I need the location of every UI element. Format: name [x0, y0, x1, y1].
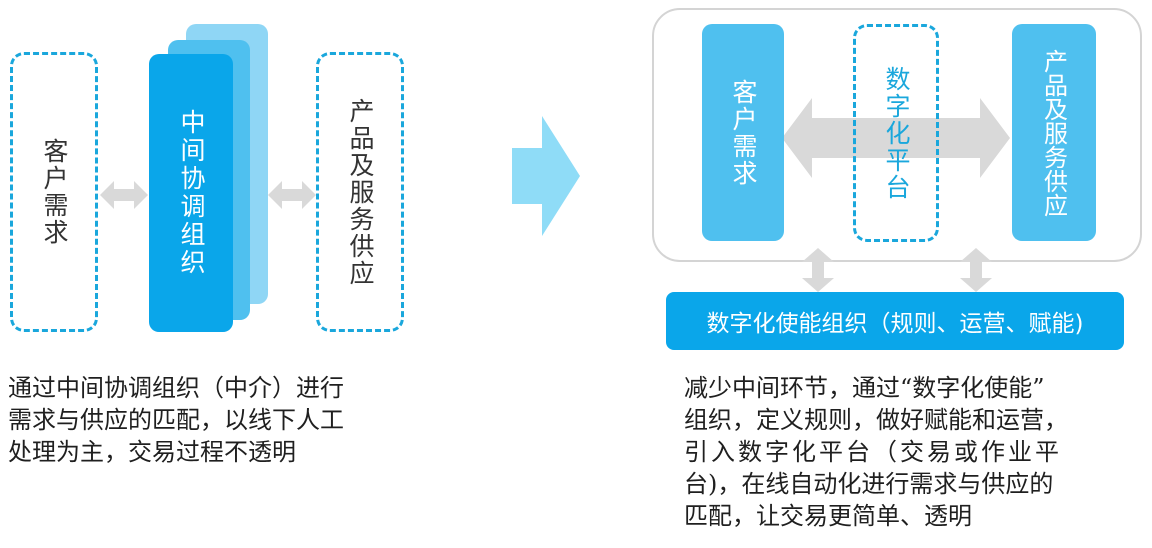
- right-caption-line: 减少中间环节，通过“数字化使能”: [684, 374, 1045, 402]
- right-caption-line: 引入数字化平台（交易或作业平: [684, 438, 1062, 466]
- coordination-org-label: 中间协调组织: [177, 109, 206, 277]
- left-double-arrow-2: [268, 181, 316, 209]
- enabling-org-label: 数字化使能组织（规则、运营、赋能): [706, 311, 1084, 337]
- coordination-org-box: 中间协调组织: [149, 54, 233, 332]
- left-caption-line: 处理为主，交易过程不透明: [8, 438, 296, 466]
- left-caption: 通过中间协调组织（中介）进行 需求与供应的匹配，以线下人工 处理为主，交易过程不…: [8, 372, 344, 468]
- right-caption-line: 匹配，让交易更简单、透明: [684, 502, 972, 530]
- digital-platform-label: 数字化平台: [882, 65, 911, 201]
- right-product-supply-label: 产品及服务供应: [1039, 48, 1068, 217]
- right-product-supply-box: 产品及服务供应: [1012, 24, 1096, 241]
- right-caption: 减少中间环节，通过“数字化使能” 组织，定义规则，做好赋能和运营， 引入数字化平…: [684, 372, 1068, 532]
- left-caption-line: 通过中间协调组织（中介）进行: [8, 374, 344, 402]
- left-product-supply-label: 产品及服务供应: [346, 97, 375, 287]
- digital-platform-box: 数字化平台: [853, 24, 939, 242]
- left-double-arrow-1: [100, 181, 148, 209]
- left-customer-demand-label: 客户需求: [40, 138, 69, 246]
- left-customer-demand-box: 客户需求: [10, 52, 98, 332]
- transition-arrow: [512, 116, 580, 236]
- left-caption-line: 需求与供应的匹配，以线下人工: [8, 406, 344, 434]
- right-customer-demand-box: 客户需求: [702, 24, 784, 241]
- vertical-double-arrow-2: [960, 248, 992, 292]
- right-double-arrow: [782, 98, 1010, 178]
- enabling-org-bar: 数字化使能组织（规则、运营、赋能): [666, 292, 1124, 350]
- platform-container: [652, 8, 1142, 262]
- left-product-supply-box: 产品及服务供应: [316, 52, 404, 332]
- right-caption-line: 组织，定义规则，做好赋能和运营，: [684, 406, 1068, 434]
- right-caption-line: 台)，在线自动化进行需求与供应的: [684, 470, 1054, 498]
- right-customer-demand-label: 客户需求: [729, 78, 758, 187]
- vertical-double-arrow-1: [802, 248, 834, 292]
